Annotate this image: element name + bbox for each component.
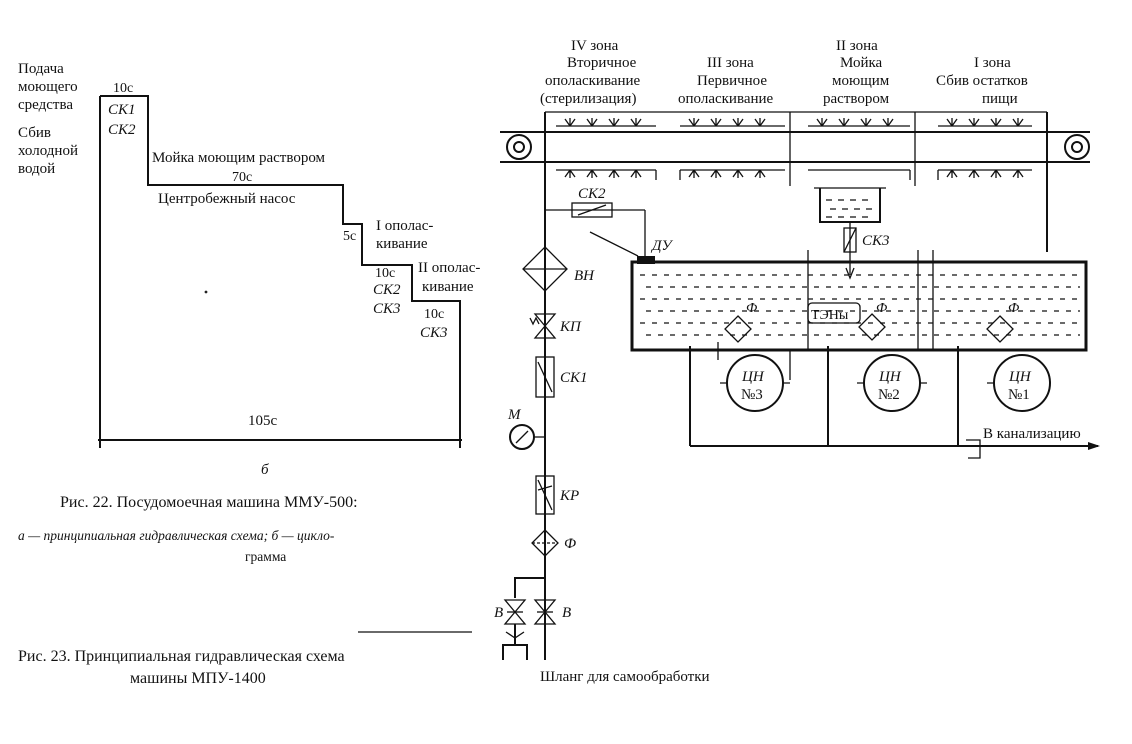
conveyor (500, 131, 1090, 163)
label-sk1: СК1 (108, 102, 135, 118)
label-time-5s: 5с (343, 229, 356, 244)
label-rinse2-1: II ополас- (418, 260, 480, 276)
zone3-sub2: ополаскивание (678, 91, 774, 107)
tank-filter-1 (724, 315, 752, 343)
label-cn1-a: ЦН (1008, 369, 1032, 385)
label-f-tank-1: Ф (746, 301, 757, 316)
drain-piping: В канализацию (689, 346, 1100, 459)
label-kr: КР (559, 488, 579, 504)
label-teny: ТЭНы (811, 308, 849, 323)
caption-fig23-line1: Рис. 23. Принципиальная гидравлическая с… (18, 648, 345, 665)
label-cold-2: холодной (18, 143, 78, 159)
zone2-title: II зона (836, 38, 878, 54)
zone1-sub2: пищи (982, 91, 1018, 107)
label-cn2-a: ЦН (878, 369, 902, 385)
label-wash: Мойка моющим раствором (152, 150, 326, 166)
label-rinse1-2: кивание (376, 236, 428, 252)
valve-v-right (533, 599, 557, 625)
zone1-title: I зона (974, 55, 1011, 71)
zone1-sub1: Сбив остатков (936, 73, 1028, 89)
water-supply-line: СК2 ДУ ВН КП СК1 М КР (494, 186, 710, 685)
upper-spray-manifolds (556, 118, 1032, 127)
wash-tank: ТЭНы Ф Ф Ф (630, 250, 1088, 352)
label-kp: КП (559, 319, 582, 335)
cyclogram: Подача моющего средства Сбив холодной во… (18, 61, 480, 478)
label-du: ДУ (650, 238, 674, 254)
zone2-sub3: раствором (823, 91, 890, 107)
solenoid-valve-sk3 (843, 227, 857, 253)
label-time-10s-c: 10с (424, 307, 444, 322)
conveyor-roller-right (1064, 134, 1090, 160)
label-f-tank-3: Ф (1008, 301, 1019, 316)
lower-spray-manifolds (556, 169, 1032, 180)
solenoid-valve-sk2 (571, 202, 613, 218)
pressure-reducer-kr (535, 475, 555, 515)
label-cn3-b: №3 (741, 387, 763, 403)
label-feed-3: средства (18, 97, 73, 113)
caption-fig22-line1: а — принципиальная гидравлическая схема;… (18, 528, 335, 543)
caption-fig22-title: Рис. 22. Посудомоечная машина ММУ-500: (60, 494, 358, 511)
zone3-title: III зона (707, 55, 754, 71)
label-sk2-b: СК2 (373, 282, 401, 298)
subfigure-label-b: б (261, 462, 269, 478)
tank-filter-2 (858, 313, 886, 341)
label-sk3-b: СК3 (420, 325, 447, 341)
label-total-105s: 105с (248, 413, 278, 429)
pumps: ЦН №3 ЦН №2 ЦН №1 (717, 342, 1051, 412)
caption-fig23-line2: машины МПУ-1400 (130, 670, 266, 687)
zone2-sub2: моющим (832, 73, 890, 89)
zone4-sub3: (стерилизация) (540, 91, 636, 107)
label-time-10s-a: 10с (113, 81, 133, 96)
label-pump: Центробежный насос (158, 191, 296, 207)
label-v-right: В (562, 605, 571, 621)
label-sk2-scheme: СК2 (578, 186, 606, 202)
label-feed-2: моющего (18, 79, 78, 95)
label-m: М (507, 407, 522, 423)
label-time-70s: 70с (232, 170, 252, 185)
caption-fig22-line2: грамма (245, 549, 286, 564)
label-v-left: В (494, 605, 503, 621)
label-sk3: СК3 (373, 301, 400, 317)
label-cold-3: водой (18, 161, 55, 177)
tank-filter-3 (986, 315, 1014, 343)
label-f-supply: Ф (564, 536, 576, 552)
conveyor-roller-left (506, 134, 532, 160)
zone2-sub1: Мойка (840, 55, 883, 71)
zone4-sub2: ополаскивание (545, 73, 641, 89)
label-hose: Шланг для самообработки (540, 669, 710, 685)
detergent-dispenser: СК3 (814, 187, 889, 280)
supply-filter (531, 529, 559, 557)
hydraulic-scheme: IV зона Вторичное ополаскивание (стерили… (494, 38, 1100, 685)
label-cold-1: Сбив (18, 125, 51, 141)
manometer (509, 424, 535, 450)
zone4-title: IV зона (571, 38, 619, 54)
level-sensor (637, 256, 655, 264)
label-drain: В канализацию (983, 426, 1081, 442)
label-vn: ВН (574, 268, 595, 284)
label-sk1-scheme: СК1 (560, 370, 587, 386)
captions: Рис. 22. Посудомоечная машина ММУ-500: а… (18, 494, 472, 687)
drain-arrow (1088, 442, 1100, 450)
tank-water-hatching (640, 274, 1080, 336)
check-valve-kp (533, 313, 557, 339)
solenoid-valve-sk1 (535, 356, 555, 398)
label-rinse1-1: I ополас- (376, 218, 433, 234)
label-cn1-b: №1 (1008, 387, 1030, 403)
zone4-sub1: Вторичное (567, 55, 637, 71)
heaters-label-box (807, 302, 861, 324)
label-f-tank-2: Ф (876, 301, 887, 316)
label-time-10s-b: 10с (375, 266, 395, 281)
cyclogram-step-line (99, 95, 461, 440)
zone3-sub1: Первичное (697, 73, 767, 89)
scan-speck (204, 290, 208, 294)
label-rinse2-2: кивание (422, 279, 474, 295)
label-sk3-scheme: СК3 (862, 233, 889, 249)
label-feed-1: Подача (18, 61, 64, 77)
label-sk2: СК2 (108, 122, 136, 138)
label-cn2-b: №2 (878, 387, 900, 403)
label-cn3-a: ЦН (741, 369, 765, 385)
